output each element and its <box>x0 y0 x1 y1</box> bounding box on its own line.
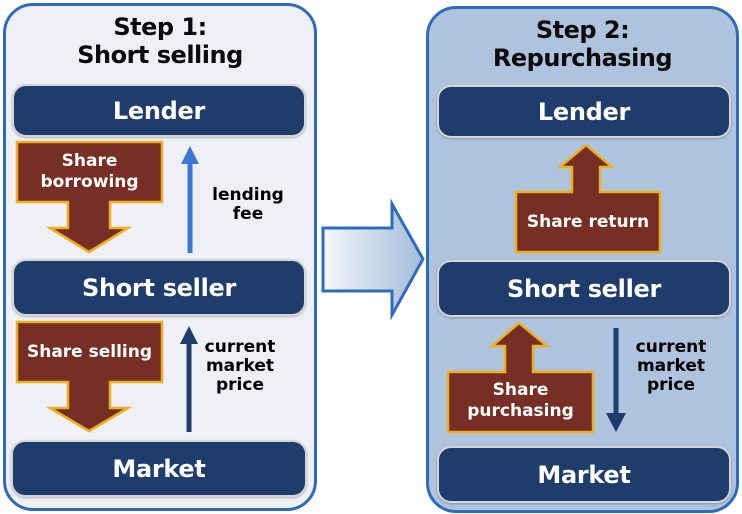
share-borrowing-label-line1: Share <box>61 151 118 171</box>
step2-market-box: Market <box>437 446 731 503</box>
market-price-down-arrowhead-icon <box>606 413 626 432</box>
step2-market-price-line1: current <box>635 337 707 357</box>
step1-market-price-line1: current <box>204 337 276 357</box>
step2-title-line2: Repurchasing <box>492 44 673 72</box>
share-borrowing-arrow-icon <box>15 140 164 254</box>
share-borrowing-label: Share borrowing <box>17 151 162 193</box>
step2-market-price-line3: price <box>647 375 695 395</box>
share-purchasing-label-line2: purchasing <box>467 401 574 421</box>
share-selling-label: Share selling <box>26 342 153 362</box>
step2-market-price-line2: market <box>636 356 706 376</box>
step1-market-price-label: current market price <box>196 338 284 395</box>
market-price-up-arrowhead-icon <box>180 326 198 344</box>
share-return-arrow-icon <box>514 143 662 254</box>
step1-title: Step 1: Short selling <box>3 13 317 69</box>
step2-title: Step 2: Repurchasing <box>426 16 739 72</box>
step1-short-seller-box: Short seller <box>12 259 306 316</box>
step1-market-price-line3: price <box>216 375 264 395</box>
share-borrowing-label-line2: borrowing <box>40 172 139 192</box>
step2-title-line1: Step 2: <box>535 16 630 44</box>
lending-fee-arrowhead-icon <box>181 146 199 164</box>
share-return-label: Share return <box>526 212 650 232</box>
step2-short-seller-box: Short seller <box>437 260 731 317</box>
step-transition-arrow-icon <box>321 198 425 321</box>
lending-fee-label: lending fee <box>212 185 284 224</box>
share-purchasing-label-line1: Share <box>492 380 549 400</box>
step1-title-line2: Short selling <box>77 41 243 69</box>
step1-market-price-line2: market <box>205 356 275 376</box>
share-selling-arrow-icon <box>15 320 164 433</box>
step1-lender-box: Lender <box>12 84 306 137</box>
share-purchasing-arrow-icon <box>446 321 595 434</box>
step1-market-box: Market <box>11 440 307 497</box>
step2-market-price-label: current market price <box>627 338 715 395</box>
step1-title-line1: Step 1: <box>113 13 207 41</box>
step2-lender-box: Lender <box>437 85 731 138</box>
share-purchasing-label: Share purchasing <box>448 380 593 422</box>
